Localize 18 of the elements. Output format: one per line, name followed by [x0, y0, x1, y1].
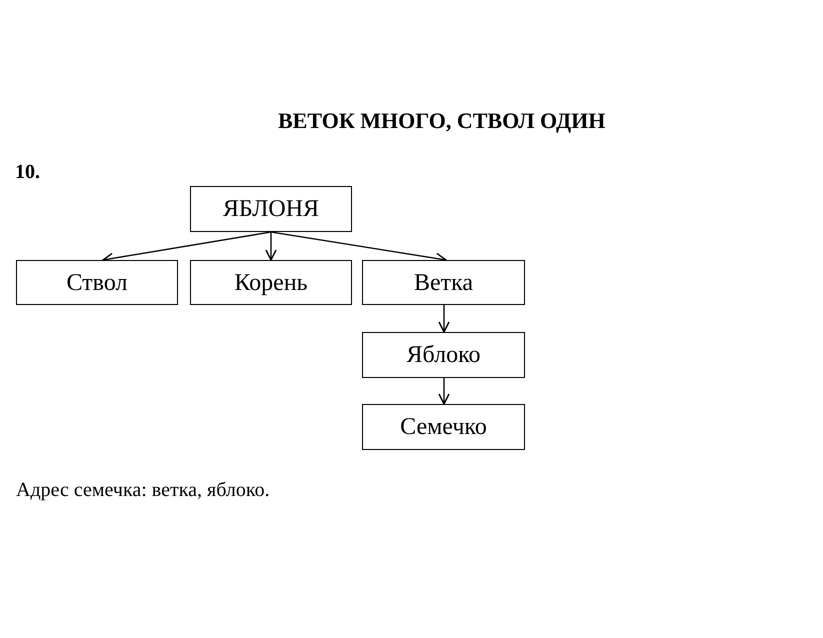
node-label: Яблоко: [406, 341, 481, 369]
text-box: [362, 404, 525, 450]
arrow: [438, 305, 450, 333]
node-label: Ствол: [66, 268, 128, 296]
node-label: Корень: [234, 268, 308, 296]
arrow: [438, 378, 450, 405]
title: ВЕТОК МНОГО, СТВОЛ ОДИН: [278, 107, 606, 135]
node-label: ЯБЛОНЯ: [222, 195, 320, 223]
text-box: [16, 260, 178, 305]
text-box: [190, 186, 352, 232]
text-box: [362, 260, 525, 305]
text-box: [190, 260, 352, 305]
note-text: Адрес семечка: ветка, яблоко.: [16, 478, 270, 502]
arrow: [265, 232, 277, 261]
node-label: Семечко: [400, 413, 487, 441]
task-number: 10.: [15, 160, 40, 184]
node-label: Ветка: [414, 268, 474, 296]
text-box: [362, 332, 525, 378]
